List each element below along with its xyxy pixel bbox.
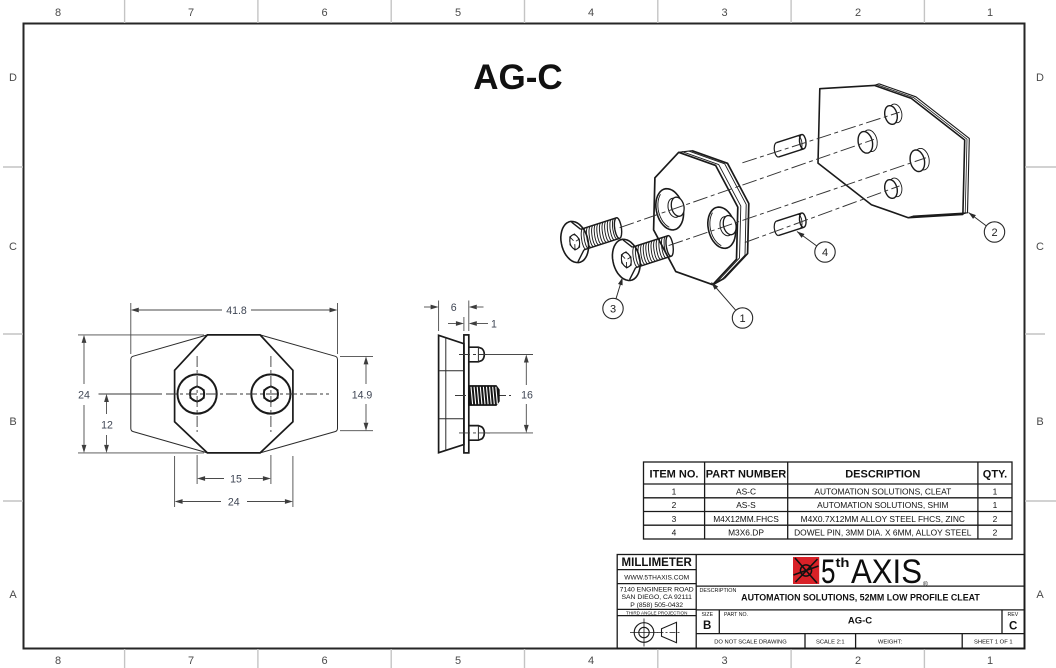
svg-text:8: 8 [55, 7, 61, 19]
svg-text:AG-C: AG-C [473, 58, 562, 97]
svg-text:AS-S: AS-S [736, 500, 756, 510]
svg-text:MILLIMETER: MILLIMETER [622, 557, 693, 569]
svg-text:M4X0.7X12MM ALLOY STEEL FHCS,: M4X0.7X12MM ALLOY STEEL FHCS, ZINC [801, 514, 965, 524]
svg-text:3: 3 [721, 655, 727, 667]
svg-text:C: C [1009, 621, 1017, 633]
svg-text:P (858) 505-0432: P (858) 505-0432 [630, 602, 683, 609]
svg-text:3: 3 [721, 7, 727, 19]
svg-text:DESCRIPTION: DESCRIPTION [845, 469, 920, 481]
svg-text:WWW.5THAXIS.COM: WWW.5THAXIS.COM [624, 575, 689, 582]
svg-text:5: 5 [455, 7, 461, 19]
svg-text:PART NO.: PART NO. [724, 612, 748, 618]
svg-text:th: th [836, 556, 850, 570]
svg-text:12: 12 [101, 420, 113, 432]
svg-text:4: 4 [588, 7, 594, 19]
svg-text:SIZE: SIZE [702, 612, 714, 618]
svg-text:2: 2 [993, 528, 998, 538]
svg-text:1: 1 [993, 500, 998, 510]
svg-text:5: 5 [455, 655, 461, 667]
svg-text:THIRD ANGLE PROJECTION: THIRD ANGLE PROJECTION [626, 610, 688, 615]
svg-text:B: B [9, 416, 16, 428]
svg-text:B: B [703, 620, 711, 632]
svg-text:D: D [9, 72, 17, 84]
svg-text:4: 4 [822, 247, 828, 259]
svg-text:1: 1 [739, 313, 745, 325]
svg-text:16: 16 [521, 390, 533, 402]
svg-text:7140 ENGINEER ROAD: 7140 ENGINEER ROAD [620, 587, 694, 594]
svg-text:C: C [9, 241, 17, 253]
svg-text:8: 8 [55, 655, 61, 667]
svg-text:B: B [1036, 416, 1043, 428]
svg-text:REV: REV [1008, 612, 1019, 618]
svg-text:6: 6 [321, 655, 327, 667]
svg-text:AXIS: AXIS [851, 553, 922, 591]
svg-text:5: 5 [821, 553, 836, 591]
svg-text:2: 2 [855, 655, 861, 667]
svg-text:24: 24 [78, 390, 90, 402]
svg-text:PART NUMBER: PART NUMBER [706, 469, 787, 481]
svg-text:6: 6 [321, 7, 327, 19]
svg-text:15: 15 [230, 474, 242, 486]
svg-text:6: 6 [451, 302, 457, 314]
svg-text:2: 2 [672, 500, 677, 510]
svg-text:SAN DIEGO, CA 92111: SAN DIEGO, CA 92111 [621, 594, 692, 601]
svg-text:D: D [1036, 72, 1044, 84]
svg-text:C: C [1036, 241, 1044, 253]
svg-text:2: 2 [991, 227, 997, 239]
svg-text:A: A [9, 589, 17, 601]
svg-text:1: 1 [987, 655, 993, 667]
svg-text:7: 7 [188, 7, 194, 19]
svg-text:1: 1 [993, 486, 998, 496]
svg-text:14.9: 14.9 [352, 389, 373, 401]
svg-text:1: 1 [987, 7, 993, 19]
svg-text:DO NOT SCALE DRAWING: DO NOT SCALE DRAWING [714, 640, 787, 646]
svg-text:AG-C: AG-C [848, 616, 872, 627]
svg-text:QTY.: QTY. [983, 469, 1007, 481]
svg-text:4: 4 [672, 528, 677, 538]
svg-text:3: 3 [610, 303, 616, 315]
svg-text:®: ® [923, 580, 928, 588]
svg-text:ITEM NO.: ITEM NO. [650, 469, 699, 481]
svg-text:A: A [1036, 589, 1044, 601]
svg-text:3: 3 [672, 514, 677, 524]
svg-text:1: 1 [491, 319, 497, 331]
svg-text:1: 1 [672, 486, 677, 496]
svg-text:M4X12MM.FHCS: M4X12MM.FHCS [713, 514, 779, 524]
svg-text:SHEET 1 OF 1: SHEET 1 OF 1 [974, 640, 1013, 646]
svg-text:WEIGHT:: WEIGHT: [878, 640, 903, 646]
svg-text:AUTOMATION SOLUTIONS, CLEAT: AUTOMATION SOLUTIONS, CLEAT [814, 486, 951, 496]
svg-text:DOWEL PIN, 3MM DIA. X 6MM, ALL: DOWEL PIN, 3MM DIA. X 6MM, ALLOY STEEL [794, 528, 972, 538]
svg-text:AUTOMATION SOLUTIONS, SHIM: AUTOMATION SOLUTIONS, SHIM [817, 500, 948, 510]
svg-text:41.8: 41.8 [226, 305, 247, 317]
svg-text:DESCRIPTION: DESCRIPTION [700, 588, 737, 594]
svg-text:AS-C: AS-C [736, 486, 756, 496]
svg-text:2: 2 [993, 514, 998, 524]
svg-text:SCALE 2:1: SCALE 2:1 [816, 640, 845, 646]
svg-text:4: 4 [588, 655, 594, 667]
svg-text:2: 2 [855, 7, 861, 19]
svg-text:M3X6.DP: M3X6.DP [728, 528, 764, 538]
svg-text:AUTOMATION SOLUTIONS, 52MM LOW: AUTOMATION SOLUTIONS, 52MM LOW PROFILE C… [741, 593, 980, 603]
svg-text:24: 24 [228, 497, 240, 509]
svg-text:7: 7 [188, 655, 194, 667]
